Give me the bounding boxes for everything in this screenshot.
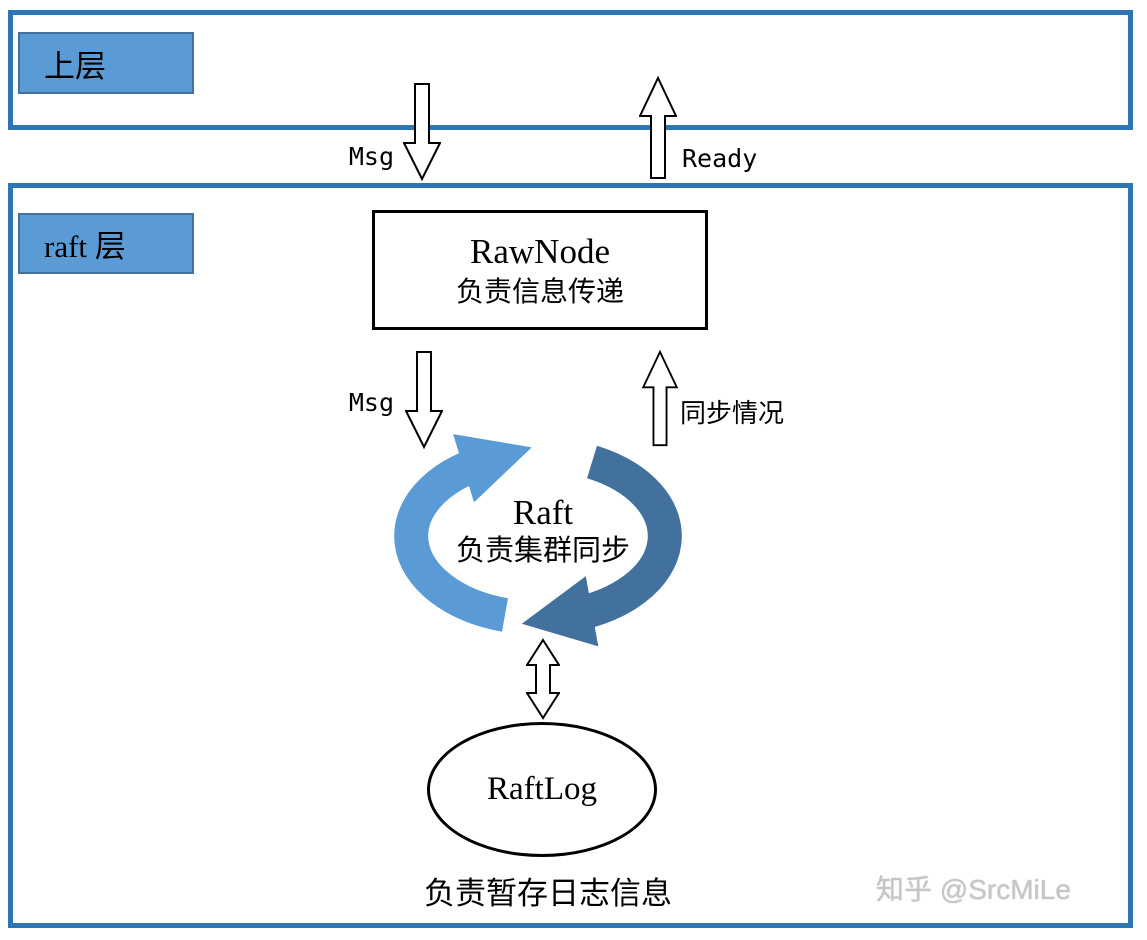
sync-up-arrow [641,350,679,447]
rawnode-box: RawNode 负责信息传递 [372,210,708,330]
msg-label-inner: Msg [348,388,394,417]
rawnode-title: RawNode [470,232,610,272]
raft-layer-label: raft 层 [44,229,126,264]
raftlog-caption: 负责暂存日志信息 [424,876,672,911]
raftlog-ellipse: RaftLog [427,722,657,857]
cycle-left-arc [394,434,532,632]
msg-down-arrow [403,83,441,181]
bidirectional-arrow [526,638,560,720]
cycle-right-arc [521,445,682,647]
raft-layer-tag: raft 层 [18,213,194,274]
msg-down-arrow-inner [405,351,443,450]
raft-subtitle: 负责集群同步 [455,534,630,567]
raft-cycle-text: Raft 负责集群同步 [398,493,688,570]
upper-layer-tag: 上层 [18,32,194,94]
ready-label: Ready [682,144,758,173]
rawnode-subtitle: 负责信息传递 [455,276,624,308]
ready-up-arrow [639,76,677,179]
upper-layer-label: 上层 [44,48,106,84]
raft-title: Raft [512,493,574,532]
raftlog-label: RaftLog [487,771,597,807]
msg-label: Msg [348,142,394,171]
sync-label: 同步情况 [680,399,785,428]
raft-cycle-diagram [394,434,682,647]
upper-layer-frame [8,10,1133,130]
watermark: 知乎 @SrcMiLe [876,874,1071,905]
